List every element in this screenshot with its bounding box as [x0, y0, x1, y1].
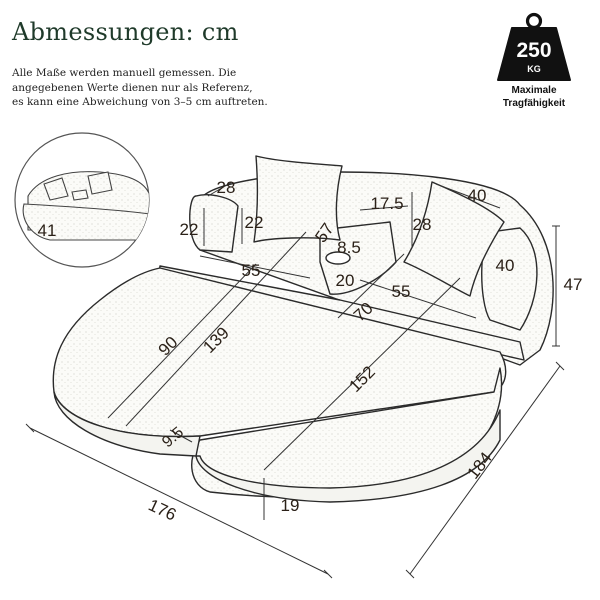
- weight-caption: Maximale Tragfähigkeit: [478, 84, 590, 110]
- dim-armrest-height: 22: [180, 220, 199, 239]
- dim-total-width: 176: [145, 495, 179, 524]
- dim-backrest-width: 55: [242, 261, 261, 280]
- dim-console-width: 17.5: [370, 194, 403, 213]
- dim-front-height: 19: [281, 496, 300, 515]
- note-line: angegebenen Werte dienen nur als Referen…: [12, 81, 253, 94]
- weight-value: 250: [516, 39, 551, 62]
- note-line: es kann eine Abweichung von 3–5 cm auftr…: [12, 96, 268, 108]
- note-line: Alle Maße werden manuell gemessen. Die: [12, 67, 237, 79]
- inset-height-label: 41: [38, 221, 57, 240]
- weight-caption-line: Maximale: [511, 85, 557, 96]
- measurement-note: Alle Maße werden manuell gemessen. Die a…: [12, 66, 272, 110]
- page-title: Abmessungen: cm: [12, 18, 239, 46]
- weight-unit: KG: [527, 64, 541, 74]
- dim-total-height: 47: [564, 275, 583, 294]
- weight-caption-line: Tragfähigkeit: [502, 98, 566, 109]
- dim-cupholder: 8.5: [337, 238, 361, 257]
- weight-icon: 250 KG: [497, 12, 571, 81]
- dim-armrest-inner-height: 22: [245, 213, 264, 232]
- dim-console-height: 28: [413, 215, 432, 234]
- dim-pillow-right-width: 40: [468, 186, 487, 205]
- dimension-lines: [25, 181, 565, 579]
- inset-preview: 41: [14, 132, 150, 268]
- dim-console-depth: 20: [336, 271, 355, 290]
- dim-seat-width-right: 55: [392, 282, 411, 301]
- dim-armrest-depth: 28: [217, 178, 236, 197]
- dim-pillow-right-height: 40: [496, 256, 515, 275]
